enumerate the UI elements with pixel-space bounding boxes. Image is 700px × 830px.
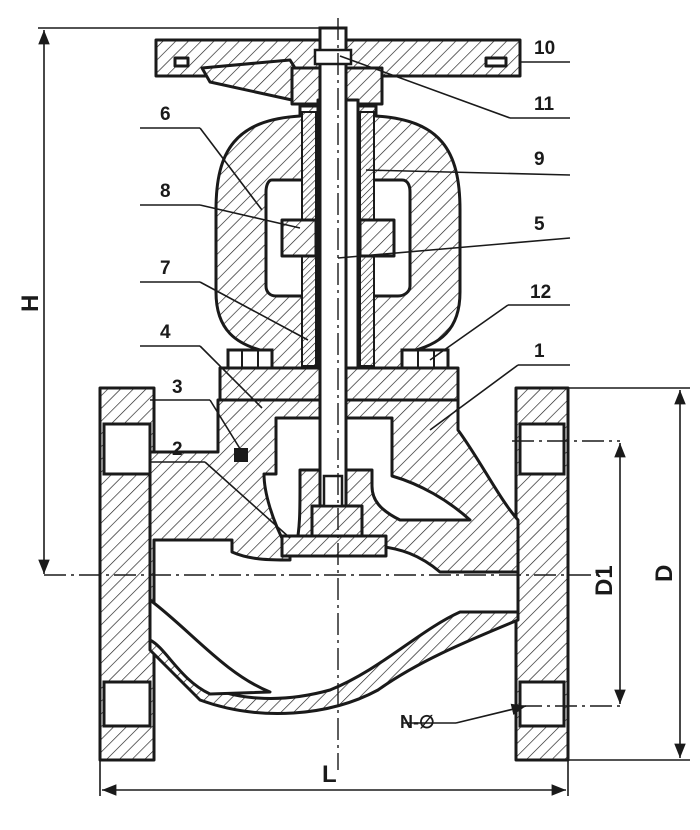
callout-12: 12 xyxy=(530,282,551,303)
dim-label-bolt-holes: N-∅ xyxy=(400,712,435,732)
valve-stem xyxy=(313,26,353,508)
valve-disc xyxy=(280,504,388,558)
callout-9: 9 xyxy=(534,149,545,170)
dim-label-h: H xyxy=(17,295,44,312)
callout-labels: 10 11 9 5 12 1 6 8 7 4 3 2 xyxy=(160,38,555,460)
valve-body xyxy=(98,386,570,762)
centerlines xyxy=(44,18,620,770)
callout-3: 3 xyxy=(172,377,183,398)
callout-7: 7 xyxy=(160,258,171,279)
leader-lines xyxy=(140,55,571,724)
callout-5: 5 xyxy=(534,214,545,235)
dimension-lines xyxy=(38,27,690,796)
callout-1: 1 xyxy=(534,341,545,362)
callout-6: 6 xyxy=(160,104,171,125)
callout-8: 8 xyxy=(160,181,171,202)
callout-2: 2 xyxy=(172,439,183,460)
callout-11: 11 xyxy=(534,94,555,115)
dim-label-d1: D1 xyxy=(591,565,618,596)
dim-label-l: L xyxy=(322,761,337,788)
seat-ring xyxy=(234,448,248,462)
callout-4: 4 xyxy=(160,322,171,343)
stem-nut xyxy=(280,218,396,258)
dim-label-d: D xyxy=(651,565,678,582)
dimension-labels: H L D1 D N-∅ xyxy=(17,295,678,788)
callout-10: 10 xyxy=(534,38,555,59)
